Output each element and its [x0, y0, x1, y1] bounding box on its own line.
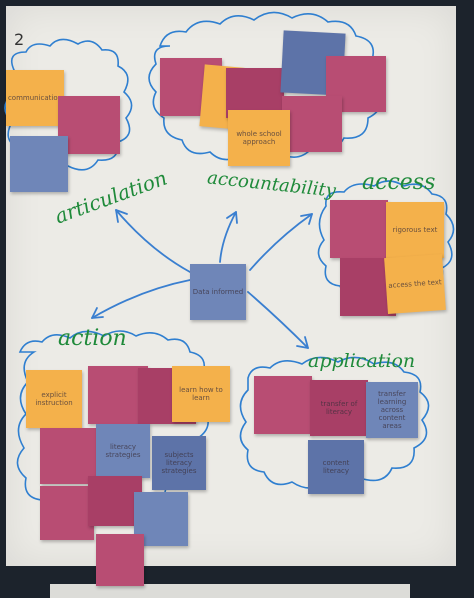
note-blue-articulation	[10, 136, 68, 192]
note-pink-acc-4	[282, 96, 342, 152]
arrow-to-application	[247, 291, 309, 349]
arrow-to-action	[91, 279, 191, 319]
note-pink-action-4	[40, 486, 94, 540]
note-pink-access-1	[330, 200, 388, 258]
note-literacy-strategies: literacy strategies	[96, 424, 150, 478]
note-transfer-learning: transfer learning across content areas	[366, 382, 418, 438]
label-action: action	[58, 326, 127, 351]
note-communication: communication	[6, 70, 64, 126]
note-access-text: access the text	[384, 254, 446, 314]
arrow-to-access	[249, 213, 313, 271]
note-pink-articulation	[58, 96, 120, 154]
arrowhead-accountability	[226, 211, 238, 224]
note-content-literacy: content literacy	[308, 440, 364, 494]
note-transfer-literacy: transfer of literacy	[310, 380, 368, 436]
cloud-articulation	[4, 38, 133, 173]
arrowhead-articulation	[115, 209, 128, 223]
lower-paper-edge	[50, 584, 410, 598]
note-pink-action-5	[88, 476, 142, 526]
arrowhead-application	[296, 336, 309, 349]
label-application: application	[308, 350, 416, 372]
cloud-application	[239, 356, 430, 489]
page-number: 2	[14, 30, 25, 49]
note-subjects-literacy: subjects literacy strategies	[152, 436, 206, 490]
note-data-informed: Data informed	[190, 264, 246, 320]
arrowhead-action	[91, 307, 104, 319]
note-pink-app-1	[254, 376, 312, 434]
cloud-accountability	[148, 11, 383, 161]
note-explicit-instruction: explicit instruction	[26, 370, 82, 428]
note-learn-how: learn how to learn	[172, 366, 230, 422]
arrow-to-articulation	[115, 209, 191, 273]
arrowhead-access	[300, 213, 313, 225]
label-access: access	[362, 170, 436, 195]
arrow-to-accountability	[219, 211, 237, 263]
note-whole-school: whole school approach	[228, 110, 290, 166]
note-pink-action-3	[40, 428, 96, 484]
note-pink-acc-2	[226, 68, 284, 118]
note-pink-action-6	[96, 534, 144, 586]
note-rigorous-text: rigorous text	[386, 202, 444, 258]
